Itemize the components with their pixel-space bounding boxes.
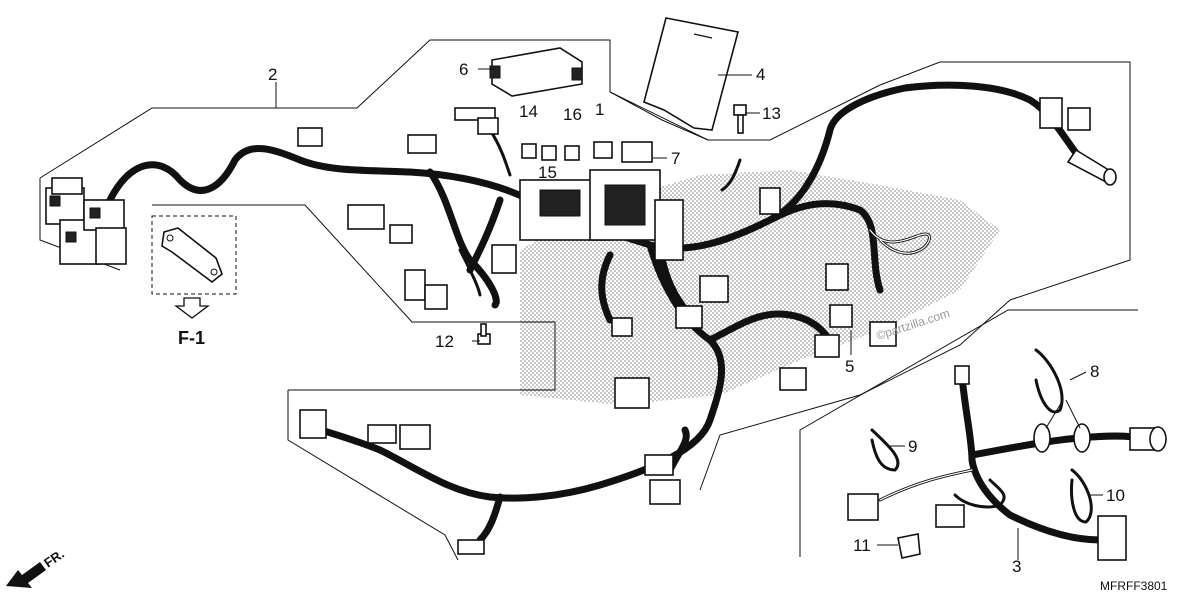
callout-12: 12	[435, 332, 454, 351]
callout-16: 16	[563, 105, 582, 124]
callout-7: 7	[671, 149, 680, 168]
callout-1: 1	[595, 100, 604, 119]
callout-14: 14	[519, 102, 538, 121]
callout-4: 4	[756, 65, 765, 84]
group-boundary-lines	[39, 39, 1138, 561]
f1-detail-box	[151, 215, 237, 319]
callout-2: 2	[268, 65, 277, 84]
leader-lines	[275, 68, 1103, 560]
part-13-bolt	[733, 104, 747, 134]
callout-labels: 2 6 4 13 14 16 1 15 7 12 5 8 9 10 11 3	[268, 60, 1125, 576]
callout-8: 8	[1090, 362, 1099, 381]
callout-3: 3	[1012, 557, 1021, 576]
diagram-code: MFRFF3801	[1100, 579, 1168, 593]
callout-5: 5	[845, 357, 854, 376]
down-arrow-icon	[174, 297, 210, 319]
connectors	[297, 97, 1117, 555]
sub-harness-3	[847, 365, 1167, 561]
front-arrow-icon	[6, 562, 46, 588]
callout-11: 11	[853, 536, 871, 555]
part-12-bolt	[477, 323, 491, 345]
callout-13: 13	[762, 104, 781, 123]
relay-parts	[521, 141, 653, 163]
part-11-connector	[897, 533, 921, 559]
callout-15: 15	[538, 163, 557, 182]
callout-10: 10	[1106, 486, 1125, 505]
view-label-f1: F-1	[178, 328, 205, 348]
callout-9: 9	[908, 437, 917, 456]
front-direction-indicator: FR.	[6, 546, 67, 588]
switch-connector-cluster	[45, 177, 127, 265]
part-6-cover	[489, 47, 583, 97]
part-4-plate	[643, 17, 739, 131]
callout-6: 6	[459, 60, 468, 79]
front-label: FR.	[41, 546, 67, 570]
clamps	[870, 348, 1093, 524]
